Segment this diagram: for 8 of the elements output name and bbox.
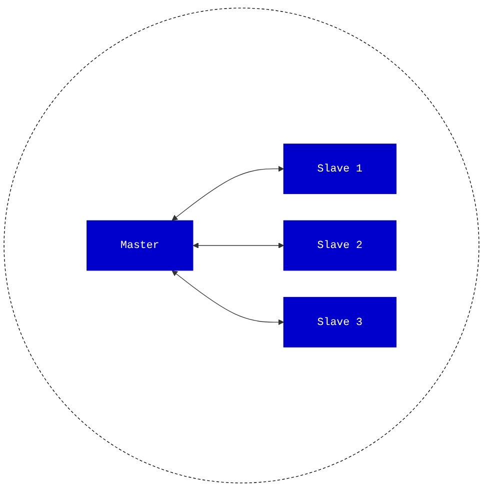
node-box: Slave 3 xyxy=(283,296,396,348)
arrow xyxy=(172,270,284,326)
arrow xyxy=(172,166,284,221)
node-box: Slave 2 xyxy=(283,220,396,271)
cluster xyxy=(4,8,480,484)
node-box: Master xyxy=(86,220,194,271)
node-box: Slave 1 xyxy=(283,144,396,194)
arrow xyxy=(192,242,284,248)
